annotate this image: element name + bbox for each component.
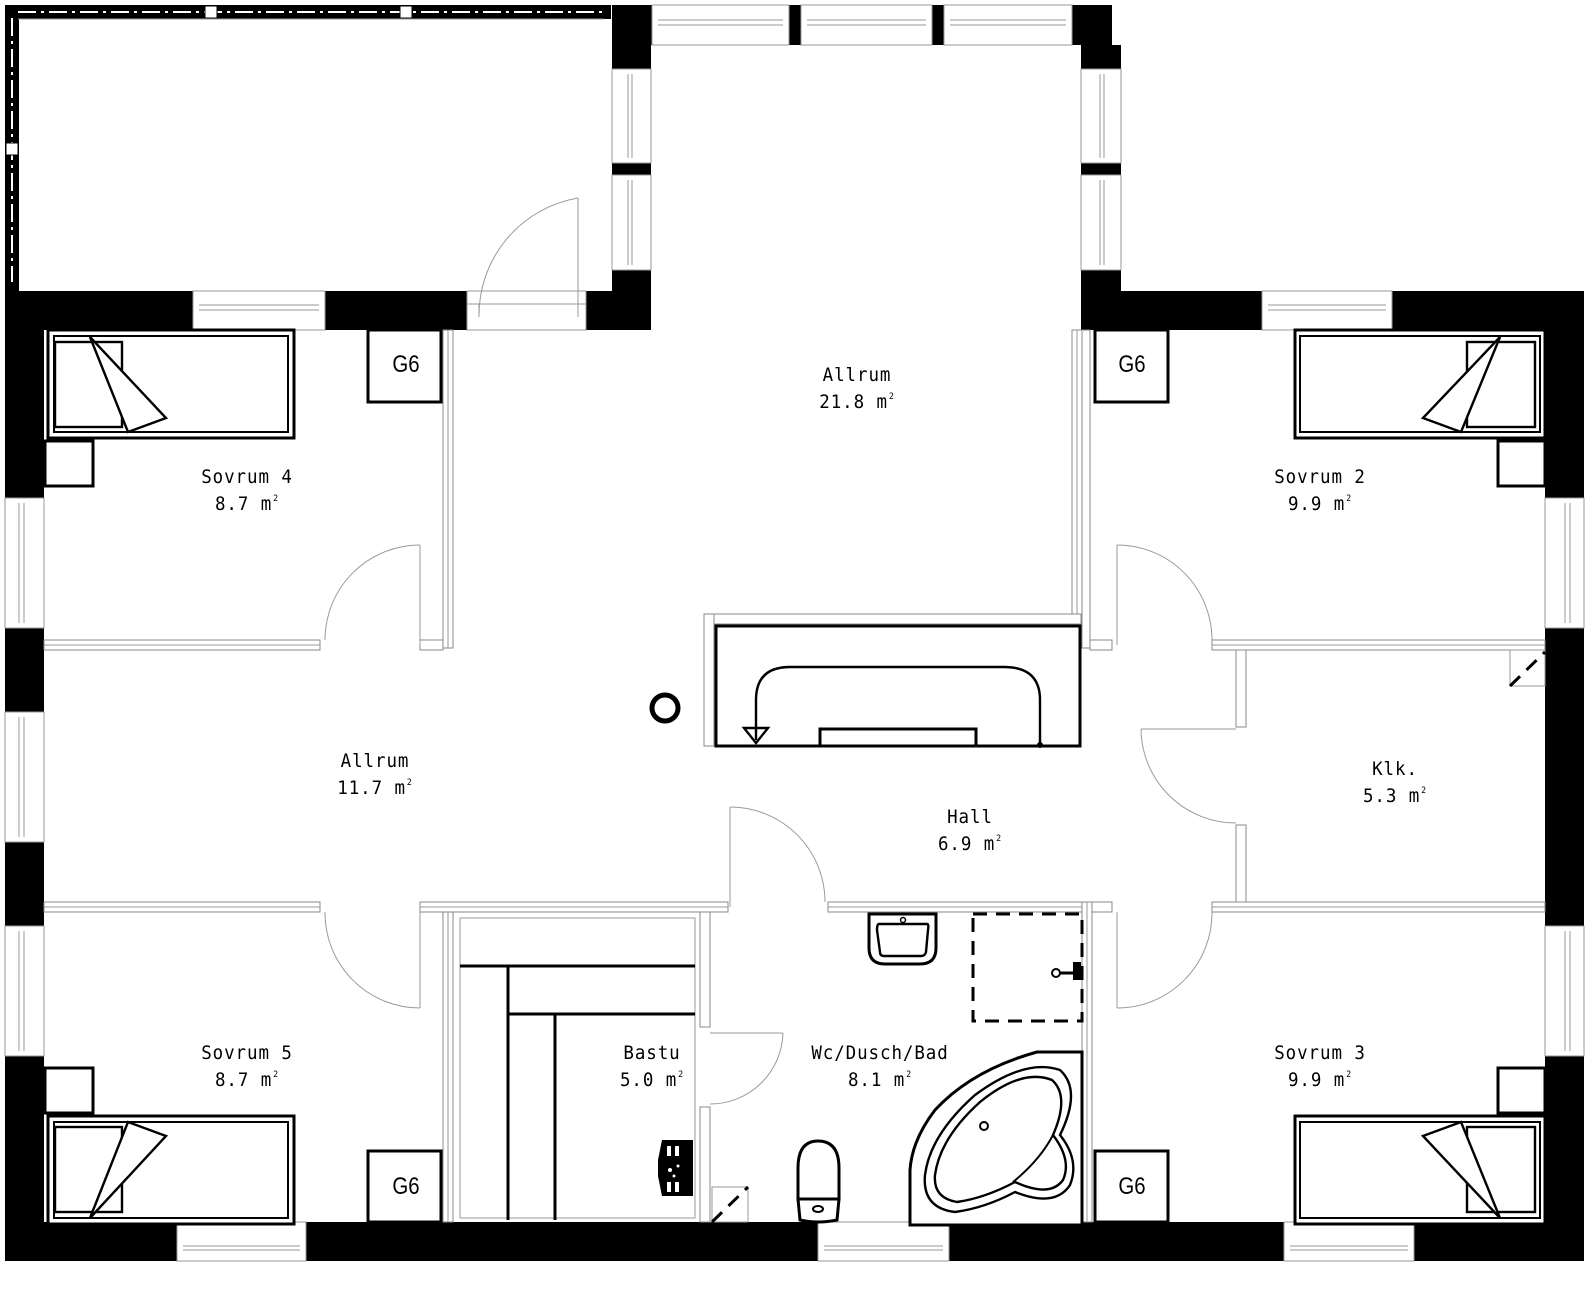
room-name: Sovrum 5 [201, 1042, 293, 1064]
corner-bathtub-icon [908, 1050, 1084, 1227]
toilet-icon [796, 1139, 841, 1224]
doors [324, 197, 1237, 1105]
floor-drain-klk [1508, 649, 1547, 688]
room-label-hall: Hall 6.9 m2 [938, 806, 1002, 855]
room-label-bastu: Bastu 5.0 m2 [620, 1042, 684, 1091]
room-label-allrum-north: Allrum 21.8 m2 [819, 364, 895, 413]
sauna-benches [460, 964, 695, 1220]
room-name: Sovrum 4 [201, 466, 293, 488]
floor-drain-bastu [710, 1185, 750, 1224]
wardrobe-label-g6-sovrum-4: G6 [392, 351, 420, 378]
room-area: 6.9 m2 [937, 833, 1003, 855]
room-area: 11.7 m2 [337, 777, 413, 799]
wardrobe-label-g6-sovrum-5: G6 [392, 1173, 420, 1200]
room-label-klk: Klk. 5.3 m2 [1363, 758, 1427, 807]
wardrobe-label-g6-sovrum-2: G6 [1118, 351, 1146, 378]
room-area: 8.1 m2 [847, 1069, 913, 1091]
room-name: Allrum [340, 750, 410, 772]
room-name: Sovrum 3 [1274, 1042, 1366, 1064]
room-area: 9.9 m2 [1287, 1069, 1353, 1091]
wardrobes [366, 328, 1170, 1224]
shower-area [971, 912, 1084, 1023]
bed-sovrum-2 [1293, 328, 1547, 488]
room-label-sovrum-2: Sovrum 2 9.9 m2 [1274, 466, 1366, 515]
windows [4, 4, 1585, 1262]
room-name: Wc/Dusch/Bad [811, 1042, 949, 1064]
wardrobe-label-g6-sovrum-3: G6 [1118, 1173, 1146, 1200]
room-name: Allrum [822, 364, 892, 386]
room-name: Sovrum 2 [1274, 466, 1366, 488]
room-area: 5.3 m2 [1362, 785, 1428, 807]
room-label-sovrum-4: Sovrum 4 8.7 m2 [201, 466, 293, 515]
sink-icon [867, 912, 938, 966]
room-label-sovrum-5: Sovrum 5 8.7 m2 [201, 1042, 293, 1091]
room-label-allrum-west: Allrum 11.7 m2 [337, 750, 413, 799]
sauna-heater-icon [658, 1140, 693, 1196]
room-label-wc-dusch-bad: Wc/Dusch/Bad 8.1 m2 [811, 1042, 948, 1091]
room-area: 9.9 m2 [1287, 493, 1353, 515]
fireplace-icon [649, 692, 681, 724]
interior-walls [43, 290, 1546, 1223]
room-area: 21.8 m2 [819, 391, 895, 413]
room-area: 8.7 m2 [214, 493, 280, 515]
exterior-walls [5, 5, 1584, 1261]
staircase [703, 613, 1082, 748]
terrace-pergola [5, 5, 611, 291]
room-area: 5.0 m2 [619, 1069, 685, 1091]
bed-sovrum-5 [43, 1066, 296, 1226]
room-name: Bastu [623, 1042, 681, 1064]
room-area: 8.7 m2 [214, 1069, 280, 1091]
bed-sovrum-4 [43, 328, 296, 488]
room-label-sovrum-3: Sovrum 3 9.9 m2 [1274, 1042, 1366, 1091]
bed-sovrum-3 [1293, 1066, 1547, 1226]
room-name: Hall [947, 806, 993, 828]
room-name: Klk. [1372, 758, 1418, 780]
